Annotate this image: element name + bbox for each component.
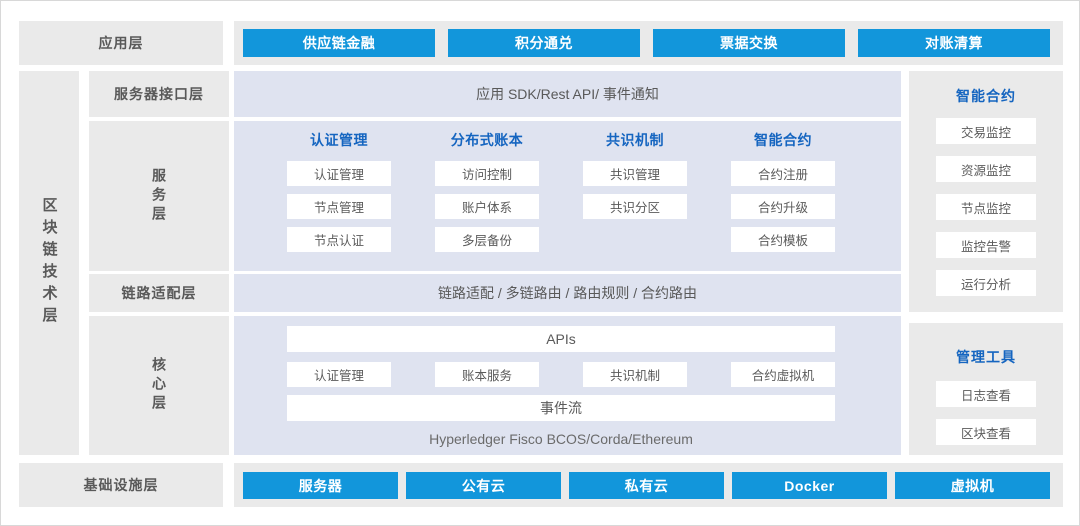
application-layer-label: 应用层: [19, 21, 223, 65]
service-chip-2-1[interactable]: 共识分区: [583, 194, 687, 219]
service-chip-0-0[interactable]: 认证管理: [287, 161, 391, 186]
core-footer-text: Hyperledger Fisco BCOS/Corda/Ethereum: [429, 431, 693, 447]
link-adapt-layer-label: 链路适配层: [89, 274, 229, 312]
app-item-0[interactable]: 供应链金融: [243, 29, 435, 57]
service-chip-0-2[interactable]: 节点认证: [287, 227, 391, 252]
right-panel-1-item-0[interactable]: 日志查看: [936, 381, 1036, 407]
core-layer-label: 核心层: [89, 316, 229, 455]
service-layer-label: 服务层: [89, 121, 229, 271]
service-chip-1-1[interactable]: 账户体系: [435, 194, 539, 219]
infra-item-1[interactable]: 公有云: [406, 472, 561, 499]
infra-item-4[interactable]: 虚拟机: [895, 472, 1050, 499]
server-interface-band: 应用 SDK/Rest API/ 事件通知: [234, 71, 901, 117]
service-col-head-1: 分布式账本: [450, 132, 524, 148]
service-chip-1-0[interactable]: 访问控制: [435, 161, 539, 186]
service-chip-1-2[interactable]: 多层备份: [435, 227, 539, 252]
service-col-head-0: 认证管理: [310, 132, 368, 148]
core-module-0[interactable]: 认证管理: [287, 362, 391, 387]
service-chip-3-2[interactable]: 合约模板: [731, 227, 835, 252]
service-chip-2-0[interactable]: 共识管理: [583, 161, 687, 186]
blockchain-tech-layer-spine: 区块链技术层: [19, 71, 79, 455]
infrastructure-layer-label: 基础设施层: [19, 463, 223, 507]
service-chip-0-1[interactable]: 节点管理: [287, 194, 391, 219]
infra-item-2[interactable]: 私有云: [569, 472, 724, 499]
infra-item-0[interactable]: 服务器: [243, 472, 398, 499]
app-item-2[interactable]: 票据交换: [653, 29, 845, 57]
right-panel-1-header: 管理工具: [956, 349, 1016, 365]
server-interface-layer-label: 服务器接口层: [89, 71, 229, 117]
core-apis-bar[interactable]: APIs: [287, 326, 835, 352]
right-panel-0-item-4[interactable]: 运行分析: [936, 270, 1036, 296]
right-panel-0-item-2[interactable]: 节点监控: [936, 194, 1036, 220]
service-chip-3-1[interactable]: 合约升级: [731, 194, 835, 219]
app-item-1[interactable]: 积分通兑: [448, 29, 640, 57]
core-event-stream-bar[interactable]: 事件流: [287, 395, 835, 421]
service-col-head-3: 智能合约: [754, 132, 812, 148]
infra-item-3[interactable]: Docker: [732, 472, 887, 499]
right-panel-0-header: 智能合约: [956, 88, 1016, 104]
core-module-1[interactable]: 账本服务: [435, 362, 539, 387]
right-panel-0-item-1[interactable]: 资源监控: [936, 156, 1036, 182]
core-module-2[interactable]: 共识机制: [583, 362, 687, 387]
right-panel-0-item-0[interactable]: 交易监控: [936, 118, 1036, 144]
link-adapt-band: 链路适配 / 多链路由 / 路由规则 / 合约路由: [234, 274, 901, 312]
app-item-3[interactable]: 对账清算: [858, 29, 1050, 57]
right-panel-0-item-3[interactable]: 监控告警: [936, 232, 1036, 258]
service-chip-3-0[interactable]: 合约注册: [731, 161, 835, 186]
core-module-3[interactable]: 合约虚拟机: [731, 362, 835, 387]
right-panel-1-item-1[interactable]: 区块查看: [936, 419, 1036, 445]
service-col-head-2: 共识机制: [606, 132, 664, 148]
